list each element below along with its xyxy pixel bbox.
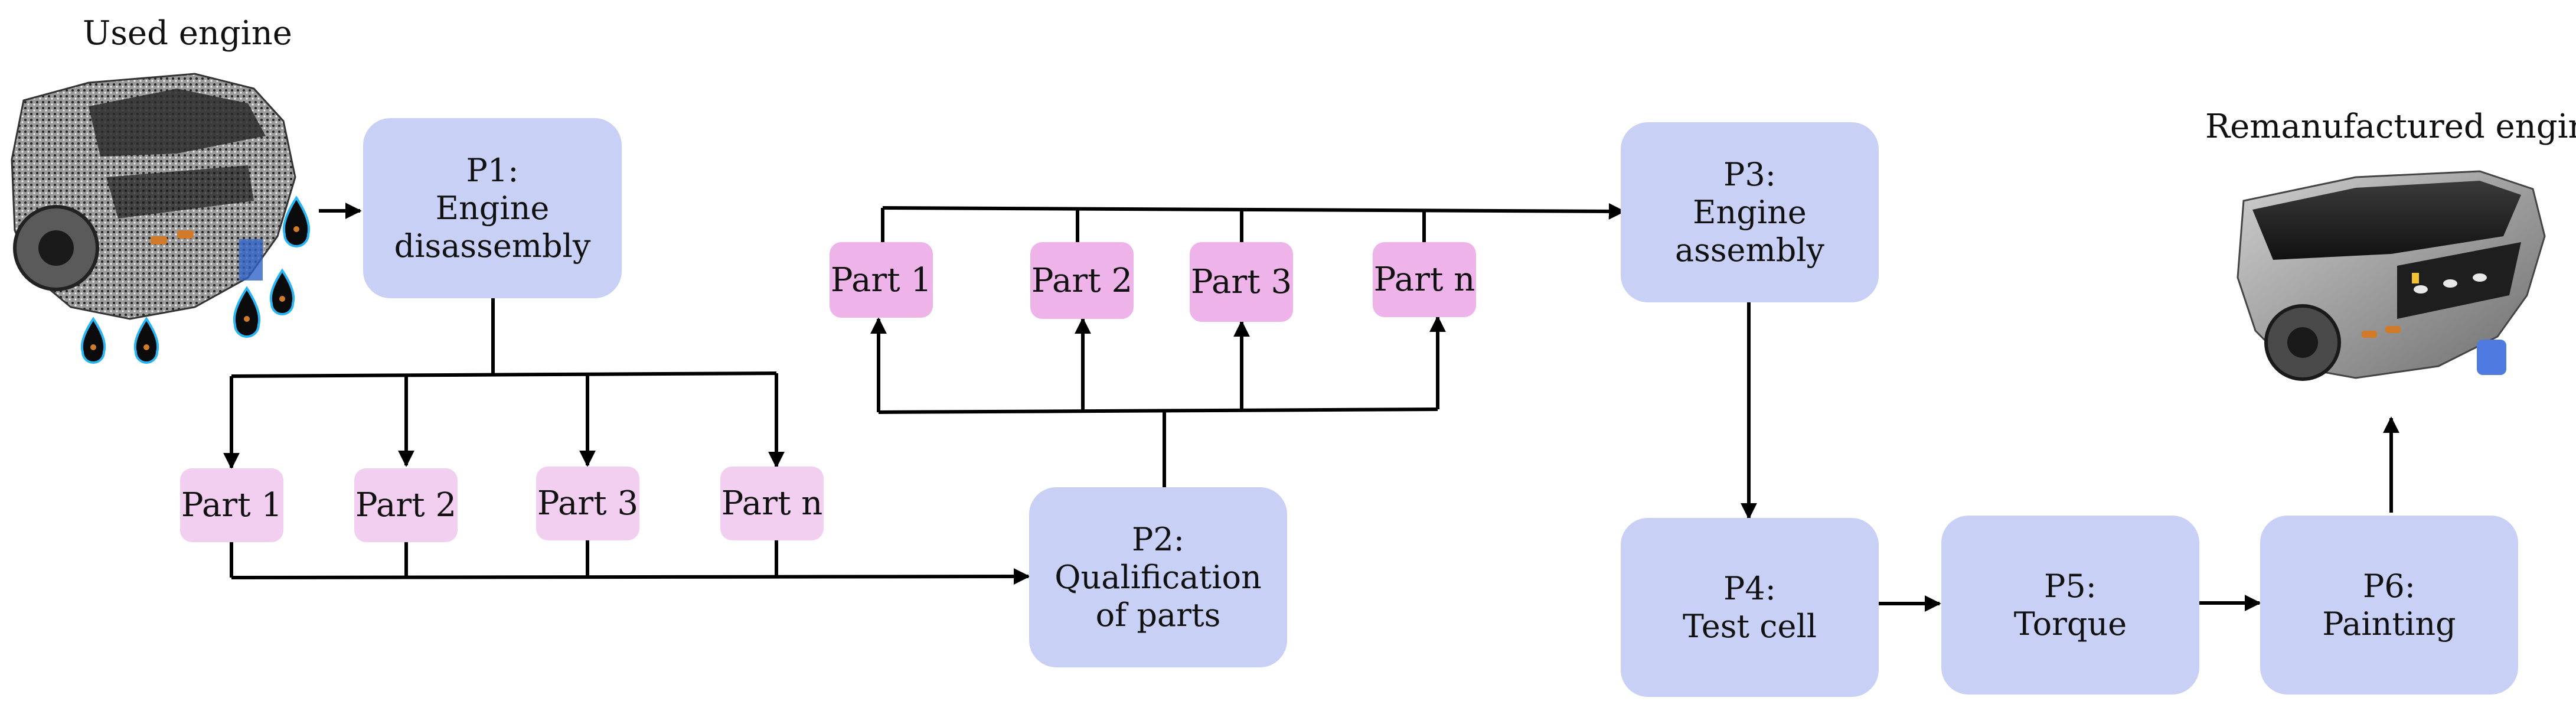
process-p2-code: P2: [1132, 520, 1184, 558]
process-p1-code: P1: [466, 151, 519, 189]
process-p4-line-1: Test cell [1682, 607, 1817, 645]
process-p3-line-1: Engine [1693, 193, 1807, 231]
disassembled-part-n: Part n [720, 467, 824, 540]
line-p1-distribution-bus [231, 371, 777, 378]
qualified-part-1: Part 1 [830, 242, 933, 318]
disassembled-part-3: Part 3 [536, 467, 639, 540]
arrow-parts-to-p3 [882, 203, 1625, 220]
process-p2-qualification-of-parts: P2: Qualification of parts [1029, 487, 1287, 667]
process-p6-painting: P6: Painting [2260, 516, 2518, 695]
process-p2-line-2: of parts [1095, 596, 1221, 634]
process-p1-engine-disassembly: P1: Engine disassembly [363, 118, 622, 298]
qualified-part-2: Part 2 [1030, 242, 1134, 319]
line-p2-distribution-bus [878, 407, 1438, 414]
qualified-part-3: Part 3 [1190, 242, 1293, 322]
process-p5-line-1: Torque [2013, 605, 2127, 643]
used-engine-label: Used engine [83, 14, 292, 53]
remanufactured-engine-image [2237, 170, 2546, 381]
qualified-part-n: Part n [1373, 242, 1476, 317]
process-p1-line-1: Engine [435, 189, 550, 227]
remanufactured-engine-label: Remanufactured engine [2205, 107, 2576, 146]
process-p4-code: P4: [1723, 569, 1776, 607]
process-p5-torque: P5: Torque [1941, 516, 2199, 695]
process-p5-code: P5: [2044, 567, 2097, 605]
used-engine-image [11, 73, 311, 364]
disassembled-part-2: Part 2 [354, 468, 458, 542]
process-p6-line-1: Painting [2322, 605, 2456, 643]
process-p3-code: P3: [1723, 155, 1776, 193]
arrow-parts-to-p2 [231, 568, 1030, 585]
process-p2-line-1: Qualification [1054, 558, 1262, 596]
connectors [223, 203, 2399, 612]
process-p4-test-cell: P4: Test cell [1621, 518, 1879, 697]
disassembled-part-1: Part 1 [180, 468, 283, 542]
process-p1-line-2: disassembly [394, 227, 591, 265]
process-p3-line-2: assembly [1674, 231, 1825, 269]
process-p3-engine-assembly: P3: Engine assembly [1621, 122, 1879, 302]
process-p6-code: P6: [2363, 567, 2415, 605]
